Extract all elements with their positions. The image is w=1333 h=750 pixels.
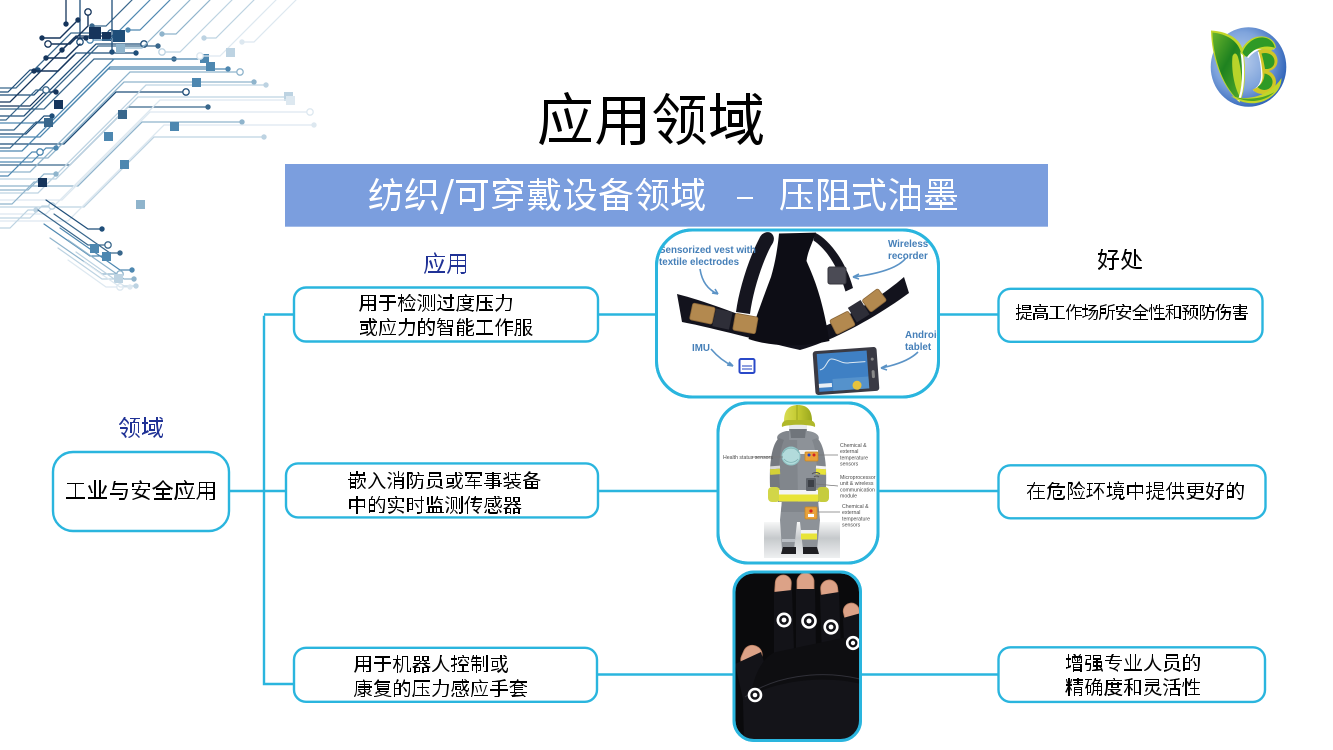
svg-text:sensors: sensors	[840, 462, 859, 468]
svg-text:Chemical &: Chemical &	[842, 504, 869, 510]
svg-text:recorder: recorder	[888, 251, 928, 262]
svg-text:Health status sensors: Health status sensors	[723, 455, 773, 461]
svg-text:communication: communication	[840, 487, 875, 493]
svg-text:Chemical &: Chemical &	[840, 443, 867, 449]
svg-text:module: module	[840, 494, 857, 500]
svg-text:textile electrodes: textile electrodes	[659, 257, 740, 268]
svg-text:Wireless: Wireless	[888, 239, 929, 250]
svg-text:tablet: tablet	[905, 342, 932, 353]
svg-text:sensors: sensors	[842, 523, 861, 529]
svg-text:Microprocessor: Microprocessor	[840, 475, 876, 481]
svg-text:IMU: IMU	[692, 343, 710, 354]
svg-text:Sensorized vest with: Sensorized vest with	[659, 245, 756, 256]
svg-text:unit & wireless: unit & wireless	[840, 481, 874, 487]
svg-text:Android: Android	[905, 330, 943, 341]
svg-text:temperature: temperature	[842, 516, 870, 522]
svg-text:temperature: temperature	[840, 455, 868, 461]
svg-text:external: external	[840, 449, 858, 455]
svg-text:external: external	[842, 510, 860, 516]
